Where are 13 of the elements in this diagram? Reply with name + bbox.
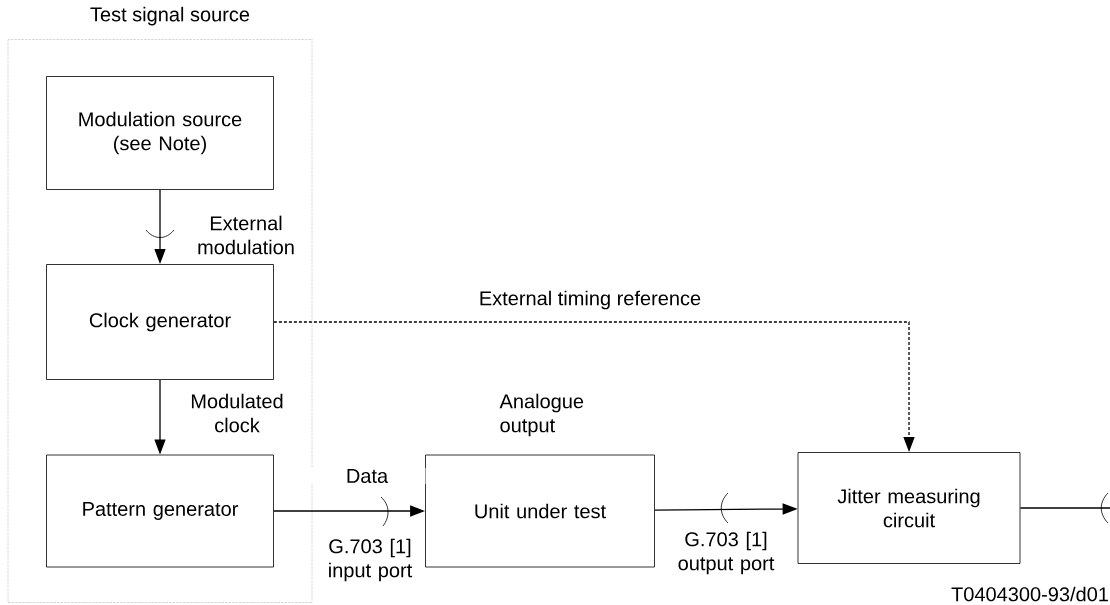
- edge-label: Data: [308, 468, 426, 484]
- port-label: G.703 [1] output port: [678, 531, 775, 575]
- process-box: Modulation source (see Note): [46, 76, 274, 190]
- port-label: G.703 [1] input port: [329, 538, 413, 582]
- process-box: Jitter measuring circuit: [797, 452, 1021, 564]
- process-box: Clock generator: [46, 264, 274, 380]
- process-box: Pattern generator: [46, 454, 274, 568]
- frame-heading: Test signal source: [90, 6, 250, 26]
- edge-label: Modulated clock: [178, 392, 296, 434]
- process-box: Unit under test: [425, 454, 655, 568]
- figure-code: T0404300-93/d01: [951, 586, 1108, 602]
- edge-label: External modulation: [187, 214, 305, 256]
- edge-label: External timing reference: [477, 289, 703, 311]
